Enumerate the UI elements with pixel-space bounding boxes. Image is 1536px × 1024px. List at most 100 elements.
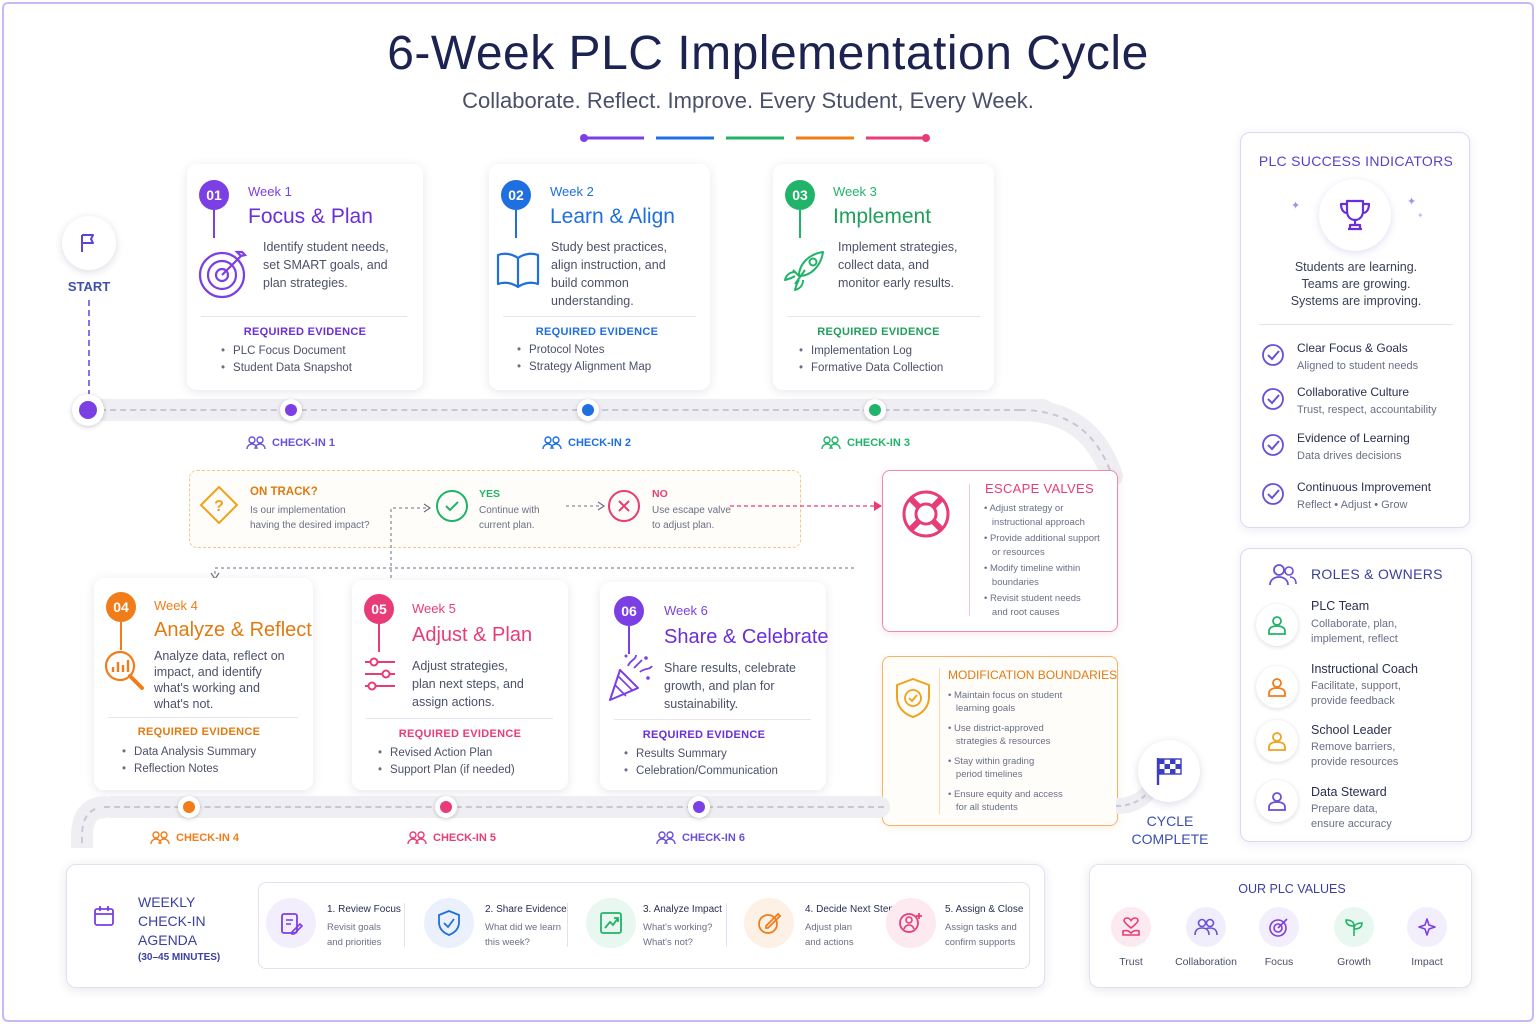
- week-5-title: Adjust & Plan: [412, 624, 533, 646]
- start-dashed-line: [88, 300, 90, 396]
- people-icon: [150, 831, 170, 845]
- trophy-badge: [1319, 179, 1391, 251]
- value-growth: Growth: [1331, 907, 1377, 968]
- party-popper-icon: [609, 654, 653, 701]
- week-4-evidence-head: REQUIRED EVIDENCE: [137, 726, 261, 738]
- question-diamond-icon: ?: [200, 486, 238, 524]
- checkin-3-label: CHECK-IN 3: [847, 437, 910, 449]
- check-circle-icon: [1262, 344, 1284, 366]
- magnifier-chart-icon: [104, 650, 144, 690]
- value-label: Collaboration: [1175, 956, 1237, 968]
- flag-icon: [81, 234, 94, 252]
- agenda-step-title: 1. Review Focus: [327, 904, 401, 915]
- check-circle-icon: [1262, 434, 1284, 456]
- person-icon: [1268, 732, 1286, 751]
- week-6-label: Week 6: [664, 603, 708, 618]
- agenda-step-icon: [586, 898, 636, 948]
- role-avatar: [1256, 720, 1298, 762]
- agenda-step-icon: [266, 898, 316, 948]
- week-1-label: Week 1: [248, 184, 292, 199]
- trophy-icon: [1339, 199, 1371, 231]
- success-item-sub: Aligned to student needs: [1297, 360, 1419, 372]
- checkin-1-label: CHECK-IN 1: [272, 437, 335, 449]
- role-avatar: [1256, 604, 1298, 646]
- person-icon: [1268, 616, 1286, 635]
- checkin-4-label: CHECK-IN 4: [176, 832, 239, 844]
- no-head: NO: [652, 488, 668, 500]
- week-4-card: 04 Week 4 Analyze & Reflect Analyze data…: [94, 578, 313, 790]
- role-sub: Prepare data,ensure accuracy: [1311, 803, 1392, 830]
- success-item-title: Collaborative Culture: [1297, 385, 1410, 399]
- value-impact: Impact: [1404, 907, 1450, 968]
- yes-head: YES: [479, 488, 501, 500]
- value-icon: [1334, 907, 1374, 947]
- page-subtitle: Collaborate. Reflect. Improve. Every Stu…: [462, 88, 1034, 113]
- page-title: 6-Week PLC Implementation Cycle: [387, 27, 1149, 80]
- decision-arrow-1: [390, 503, 432, 578]
- week-3-card: 03 Week 3 Implement Implement strategies…: [773, 164, 994, 390]
- people-icon: [246, 436, 266, 450]
- road-curve: [1020, 399, 1123, 487]
- checkin-node-2: [577, 399, 599, 421]
- value-label: Focus: [1264, 956, 1294, 968]
- success-item-title: Continuous Improvement: [1297, 480, 1432, 494]
- week-5-label: Week 5: [412, 601, 456, 616]
- checkin-node-3: [864, 399, 886, 421]
- agenda-step-title: 3. Analyze Impact: [643, 904, 722, 915]
- value-label: Growth: [1337, 956, 1371, 968]
- calendar-icon: [94, 906, 114, 926]
- checkin-6: CHECK-IN 6: [656, 831, 745, 845]
- week-1-evidence: PLC Focus DocumentStudent Data Snapshot: [221, 343, 352, 377]
- decision-arrow-2: [566, 501, 606, 511]
- week-2-desc: Study best practices,align instruction, …: [551, 240, 668, 308]
- success-item-sub: Trust, respect, accountability: [1297, 404, 1437, 416]
- heart-hand-icon: [1122, 917, 1140, 936]
- rocket-icon: [784, 251, 824, 291]
- target-icon: [1269, 918, 1288, 937]
- agenda-step-title: 4. Decide Next Steps: [805, 904, 899, 915]
- week-1-badge: 01: [199, 180, 229, 210]
- success-statement: Students are learning.Teams are growing.…: [1290, 260, 1422, 308]
- value-label: Impact: [1411, 956, 1443, 968]
- escape-valves-list: • Adjust strategy or instructional appro…: [984, 503, 1100, 618]
- user-plus-icon: [899, 913, 922, 933]
- checkin-2: CHECK-IN 2: [542, 436, 631, 450]
- agenda-step-title: 2. Share Evidence: [485, 904, 567, 915]
- shield-check-icon: [438, 910, 460, 936]
- value-collaboration: Collaboration: [1172, 907, 1240, 968]
- modification-boundaries-title: MODIFICATION BOUNDARIES: [948, 668, 1118, 682]
- role-avatar: [1256, 780, 1298, 822]
- no-icon: [608, 490, 640, 522]
- checkin-node-1: [280, 399, 302, 421]
- success-item-title: Clear Focus & Goals: [1297, 341, 1408, 355]
- value-icon: [1259, 907, 1299, 947]
- week-5-badge: 05: [364, 594, 394, 624]
- clipboard-edit-icon: [281, 913, 304, 935]
- bottom-road-dashes: [104, 806, 884, 808]
- week-6-evidence-head: REQUIRED EVIDENCE: [642, 729, 766, 741]
- checkin-5: CHECK-IN 5: [407, 831, 496, 845]
- week-2-evidence: Protocol NotesStrategy Alignment Map: [517, 342, 651, 376]
- week-1-evidence-head: REQUIRED EVIDENCE: [243, 326, 367, 338]
- week-2-evidence-head: REQUIRED EVIDENCE: [535, 326, 659, 338]
- modification-boundaries-panel: [882, 656, 1118, 826]
- checkin-node-6: [688, 796, 710, 818]
- checkin-node-4: [178, 796, 200, 818]
- week-3-label: Week 3: [833, 184, 877, 199]
- star-sparkle-icon: [1418, 918, 1436, 936]
- agenda-step-title: 5. Assign & Close: [945, 904, 1024, 915]
- success-title: PLC SUCCESS INDICATORS: [1258, 153, 1454, 169]
- success-indicators-panel: PLC SUCCESS INDICATORS ✦ ✦ ✦ Students ar…: [1240, 132, 1470, 528]
- values-title: OUR PLC VALUES: [1238, 882, 1346, 896]
- modification-boundaries-list: • Maintain focus on student learning goa…: [948, 690, 1063, 813]
- week-4-evidence: Data Analysis SummaryReflection Notes: [122, 744, 256, 778]
- checkin-3: CHECK-IN 3: [821, 436, 910, 450]
- week-6-title: Share & Celebrate: [664, 626, 829, 648]
- week-6-evidence: Results SummaryCelebration/Communication: [624, 746, 778, 780]
